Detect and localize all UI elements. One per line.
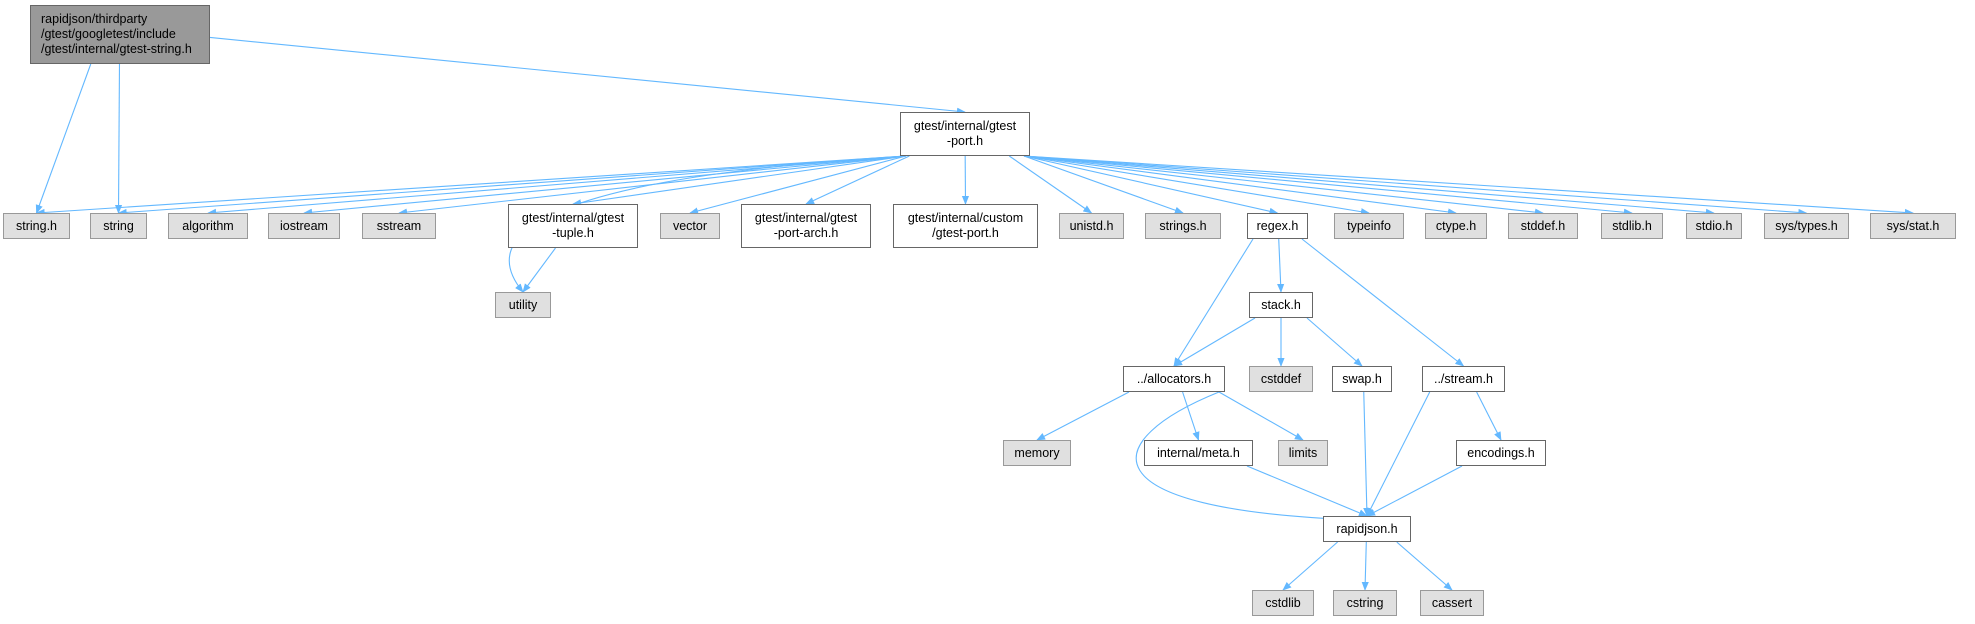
edge-allocators-to-memory <box>1036 391 1130 441</box>
node-stddef-h: stddef.h <box>1508 213 1578 239</box>
node-stream-h[interactable]: ../stream.h <box>1422 366 1505 392</box>
edge-gtest_port-to-gtest_port_arch <box>805 155 910 205</box>
node-iostream: iostream <box>268 213 340 239</box>
edge-allocators-to-rapidjson <box>1135 391 1360 524</box>
edge-rapidjson-to-cstring <box>1361 541 1369 591</box>
node-gtest-port-h[interactable]: gtest/internal/gtest -port.h <box>900 112 1030 156</box>
edge-regex-to-stack <box>1277 238 1285 293</box>
node-limits: limits <box>1278 440 1328 466</box>
node-vector: vector <box>660 213 720 239</box>
node-typeinfo: typeinfo <box>1334 213 1404 239</box>
node-memory: memory <box>1003 440 1071 466</box>
node-gtest-string-h[interactable]: rapidjson/thirdparty /gtest/googletest/i… <box>30 5 210 64</box>
edge-swap-to-rapidjson <box>1363 391 1371 517</box>
node-sys-stat-h: sys/stat.h <box>1870 213 1956 239</box>
edge-gtest_port-to-iostream <box>303 155 907 216</box>
edge-gtest_port-to-string_h <box>35 155 907 217</box>
edge-stream-to-rapidjson <box>1366 391 1431 517</box>
node-sstream: sstream <box>362 213 436 239</box>
edge-allocators-to-meta <box>1182 391 1200 441</box>
node-sys-types-h: sys/types.h <box>1764 213 1849 239</box>
edge-rapidjson-to-cstdlib <box>1282 541 1338 591</box>
node-rapidjson-h[interactable]: rapidjson.h <box>1323 516 1411 542</box>
edge-gtest_port-to-string <box>117 155 907 217</box>
node-utility: utility <box>495 292 551 318</box>
node-gtest-port-arch-h[interactable]: gtest/internal/gtest -port-arch.h <box>741 204 871 248</box>
node-string: string <box>90 213 147 239</box>
edge-gtest_port-to-stddef <box>1023 155 1544 216</box>
node-custom-gtest-port-h[interactable]: gtest/internal/custom /gtest-port.h <box>893 204 1038 248</box>
edge-regex-to-stream <box>1301 238 1465 367</box>
edge-gtest_port-to-gtest_tuple <box>572 155 907 207</box>
node-stack-h[interactable]: stack.h <box>1249 292 1313 318</box>
edge-root-to-string_h <box>35 63 92 214</box>
edge-stack-to-allocators <box>1173 317 1256 367</box>
edge-allocators-to-limits <box>1218 391 1304 441</box>
node-ctype-h: ctype.h <box>1425 213 1487 239</box>
node-regex-h[interactable]: regex.h <box>1247 213 1308 239</box>
node-cstddef: cstddef <box>1249 366 1313 392</box>
node-stdlib-h: stdlib.h <box>1601 213 1663 239</box>
edge-meta-to-rapidjson <box>1246 465 1368 517</box>
node-internal-meta-h[interactable]: internal/meta.h <box>1144 440 1253 466</box>
node-stdio-h: stdio.h <box>1686 213 1742 239</box>
node-swap-h[interactable]: swap.h <box>1332 366 1392 392</box>
edge-stream-to-encodings <box>1476 391 1502 441</box>
edge-gtest_port-to-unistd <box>1008 155 1093 214</box>
edge-gtest_tuple-to-utility <box>522 247 556 293</box>
edge-encodings-to-rapidjson <box>1366 465 1463 517</box>
edge-gtest_port-to-stdlib <box>1023 155 1633 216</box>
edge-gtest_port-to-stdio <box>1023 155 1715 216</box>
edge-rapidjson-to-cassert <box>1396 541 1453 591</box>
node-algorithm: algorithm <box>168 213 248 239</box>
node-strings-h: strings.h <box>1145 213 1221 239</box>
edge-gtest_port-to-sys_stat <box>1023 155 1914 217</box>
edge-gtest_port-to-regex <box>1023 155 1279 215</box>
edge-stack-to-swap <box>1306 317 1363 367</box>
node-encodings-h[interactable]: encodings.h <box>1456 440 1546 466</box>
edge-gtest_port-to-typeinfo <box>1023 155 1370 216</box>
edge-gtest_port-to-ctype <box>1023 155 1457 216</box>
node-allocators-h[interactable]: ../allocators.h <box>1123 366 1225 392</box>
edge-gtest_port-to-sys_types <box>1023 155 1808 217</box>
node-string-h: string.h <box>3 213 70 239</box>
node-gtest-tuple-h[interactable]: gtest/internal/gtest -tuple.h <box>508 204 638 248</box>
node-unistd-h: unistd.h <box>1059 213 1124 239</box>
edge-root-to-gtest_port <box>209 36 966 115</box>
edge-gtest_port-to-vector <box>689 155 907 215</box>
edge-gtest_port-to-strings_h <box>1023 155 1184 214</box>
node-cassert: cassert <box>1420 590 1484 616</box>
edge-regex-to-allocators <box>1173 238 1254 367</box>
node-cstring: cstring <box>1333 590 1397 616</box>
node-cstdlib: cstdlib <box>1252 590 1314 616</box>
edge-root-to-string <box>114 63 123 214</box>
